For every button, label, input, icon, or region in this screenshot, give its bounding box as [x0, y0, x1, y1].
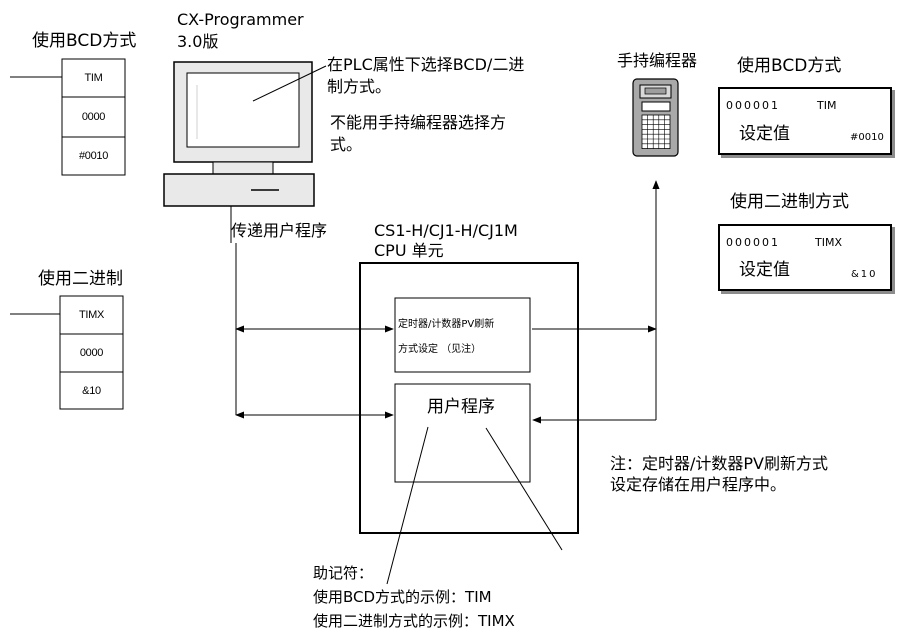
left-connection-lines [235, 243, 394, 419]
display-address: 000001 [726, 236, 780, 249]
software-version: 3.0版 [177, 32, 219, 51]
mnemonic-leader-line [386, 426, 429, 585]
ladder-cell-instruction: TIMX [78, 309, 105, 321]
ladder-cell-operand: 0000 [79, 347, 104, 359]
display-setting-label: 设定值 [739, 124, 790, 144]
ladder-cell-setting: &10 [82, 384, 101, 397]
display-address: 000001 [726, 99, 780, 112]
computer-icon [163, 61, 327, 243]
mnemonic-heading: 助记符： [313, 564, 374, 582]
transfer-label: 传递用户程序 [231, 221, 328, 240]
binary-ladder-graphic [10, 295, 124, 410]
keypad-grid [641, 114, 671, 149]
plc-select-note-line2: 制方式。 [327, 77, 392, 96]
bcd-display-panel: 000001 TIM 设定值 #0010 [718, 87, 892, 155]
ladder-instruction-block [59, 295, 124, 410]
ladder-cell-instruction: TIM [84, 72, 103, 84]
ladder-cell-setting: #0010 [78, 150, 109, 162]
mnemonic-bcd-example: 使用BCD方式的示例：TIM [313, 588, 492, 606]
binary-display-heading: 使用二进制方式 [730, 192, 849, 212]
display-setting-value: #0010 [850, 132, 884, 143]
bcd-ladder-graphic [10, 58, 126, 176]
user-program-label: 用户程序 [427, 397, 495, 417]
note-line2: 设定存储在用户程序中。 [610, 475, 787, 494]
display-setting-value: &10 [851, 269, 878, 280]
binary-display-panel: 000001 TIMX 设定值 &10 [718, 224, 892, 291]
note-line1: 注：定时器/计数器PV刷新方式 [610, 454, 828, 473]
handheld-programmer-icon [632, 78, 679, 157]
mnemonic-leader-line [485, 427, 563, 551]
plc-select-note-line1: 在PLC属性下选择BCD/二进 [327, 55, 525, 74]
ladder-cell-operand: 0000 [81, 111, 106, 123]
right-connection-lines [532, 180, 660, 424]
cpu-unit-frame [359, 262, 579, 534]
ladder-instruction-block [61, 58, 126, 176]
display-setting-label: 设定值 [739, 260, 790, 280]
handheld-note-line1: 不能用手持编程器选择方 [330, 113, 507, 132]
handheld-title: 手持编程器 [617, 51, 698, 70]
cpu-model-label: CS1-H/CJ1-H/CJ1M [374, 221, 518, 240]
bcd-display-heading: 使用BCD方式 [737, 56, 842, 76]
software-name: CX-Programmer [177, 10, 304, 29]
pv-setting-box [394, 297, 531, 373]
cpu-unit-label: CPU 单元 [374, 241, 444, 260]
binary-ladder-heading: 使用二进制 [38, 269, 123, 289]
handheld-note-line2: 式。 [330, 135, 363, 154]
pv-setting-line2: 方式设定 （见注） [398, 344, 482, 355]
display-instruction: TIMX [815, 236, 842, 249]
bcd-ladder-heading: 使用BCD方式 [32, 31, 137, 51]
display-instruction: TIM [817, 99, 837, 112]
pv-setting-line1: 定时器/计数器PV刷新 [398, 319, 495, 330]
mnemonic-binary-example: 使用二进制方式的示例：TIMX [313, 612, 515, 630]
